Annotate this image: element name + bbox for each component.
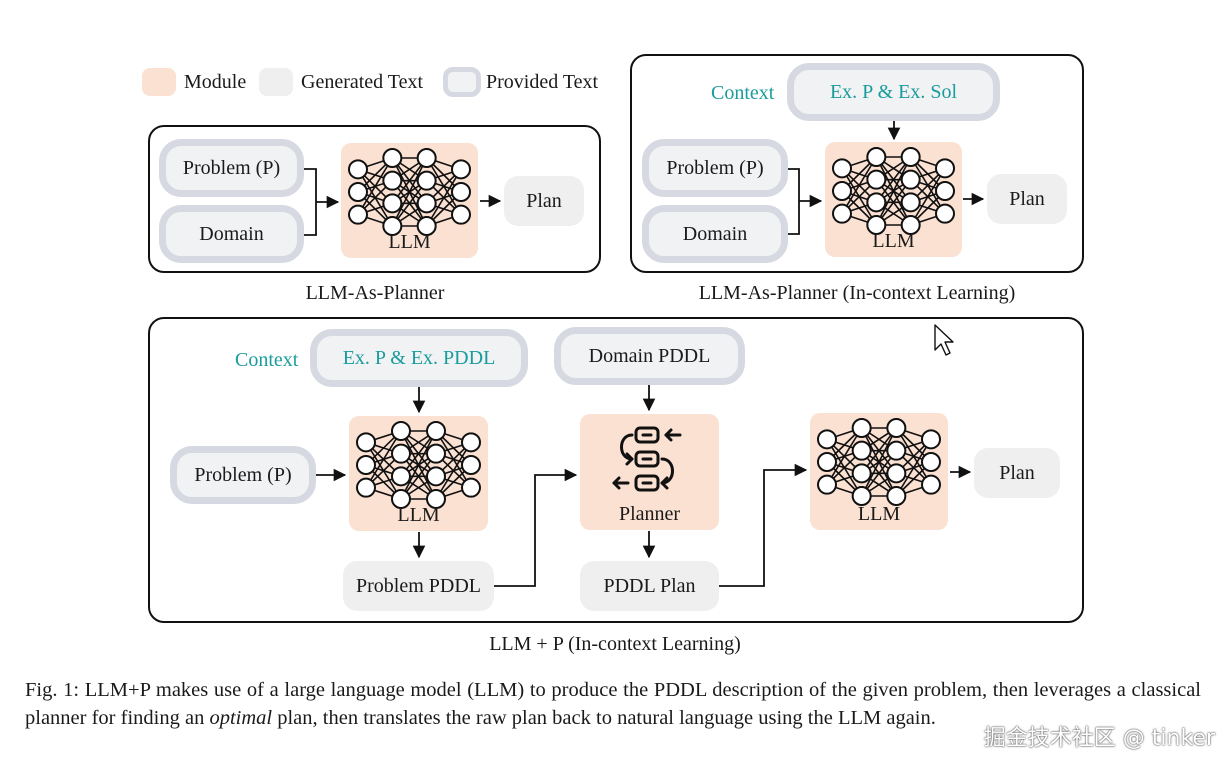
legend-module-swatch bbox=[142, 68, 176, 96]
context-example-box: Ex. P & Ex. Sol bbox=[787, 63, 1000, 121]
domain-box: Domain bbox=[642, 205, 788, 263]
panel-title: LLM-As-Planner bbox=[305, 282, 445, 304]
neural-network-icon bbox=[347, 147, 472, 237]
domain-box: Domain bbox=[159, 205, 304, 263]
problem-pddl-box: Problem PDDL bbox=[343, 561, 494, 611]
arrow bbox=[788, 168, 800, 235]
context-label: Context bbox=[235, 349, 299, 371]
mouse-cursor-icon bbox=[934, 324, 954, 356]
domain-pddl-box: Domain PDDL bbox=[554, 327, 745, 385]
arrow bbox=[304, 168, 317, 236]
arrow bbox=[494, 468, 578, 587]
panel-title: LLM + P (In-context Learning) bbox=[489, 633, 741, 655]
legend-module-label: Module bbox=[184, 71, 247, 93]
llm-label: LLM bbox=[397, 504, 440, 526]
arrow bbox=[719, 463, 808, 587]
pddl-plan-box: PDDL Plan bbox=[580, 561, 719, 611]
legend-generated-swatch bbox=[259, 68, 293, 96]
watermark: 掘金技术社区 @ tinker bbox=[983, 726, 1215, 751]
plan-box: Plan bbox=[987, 174, 1067, 224]
problem-box: Problem (P) bbox=[159, 139, 304, 197]
llm-module: LLM bbox=[341, 143, 478, 258]
panel-title: LLM-As-Planner (In-context Learning) bbox=[698, 282, 1016, 304]
planner-module: Planner bbox=[580, 414, 719, 530]
problem-box: Problem (P) bbox=[170, 446, 316, 504]
context-example-box: Ex. P & Ex. PDDL bbox=[310, 329, 528, 387]
caption-emphasis: optimal bbox=[209, 707, 273, 729]
planner-icon bbox=[612, 426, 682, 492]
llm-module: LLM bbox=[825, 142, 962, 257]
neural-network-icon bbox=[816, 417, 942, 507]
llm-module: LLM bbox=[349, 416, 488, 531]
planner-label: Planner bbox=[618, 503, 681, 525]
neural-network-icon bbox=[355, 420, 482, 510]
llm-label: LLM bbox=[872, 230, 915, 252]
neural-network-icon bbox=[831, 146, 956, 236]
plan-box: Plan bbox=[504, 176, 584, 226]
caption-text-end: plan, then translates the raw plan back … bbox=[272, 707, 936, 729]
llm-label: LLM bbox=[388, 231, 431, 253]
context-label: Context bbox=[711, 82, 775, 104]
figure-caption: Fig. 1: LLM+P makes use of a large langu… bbox=[25, 676, 1201, 732]
legend-generated-label: Generated Text bbox=[301, 71, 424, 93]
plan-box: Plan bbox=[974, 448, 1060, 498]
problem-box: Problem (P) bbox=[642, 139, 788, 197]
caption-text: Fig. 1: LLM+P makes use of a large langu… bbox=[25, 679, 1201, 729]
legend-provided-label: Provided Text bbox=[486, 71, 599, 93]
legend-provided-swatch bbox=[443, 67, 481, 97]
llm-label: LLM bbox=[857, 503, 901, 525]
llm-module: LLM bbox=[810, 413, 948, 530]
